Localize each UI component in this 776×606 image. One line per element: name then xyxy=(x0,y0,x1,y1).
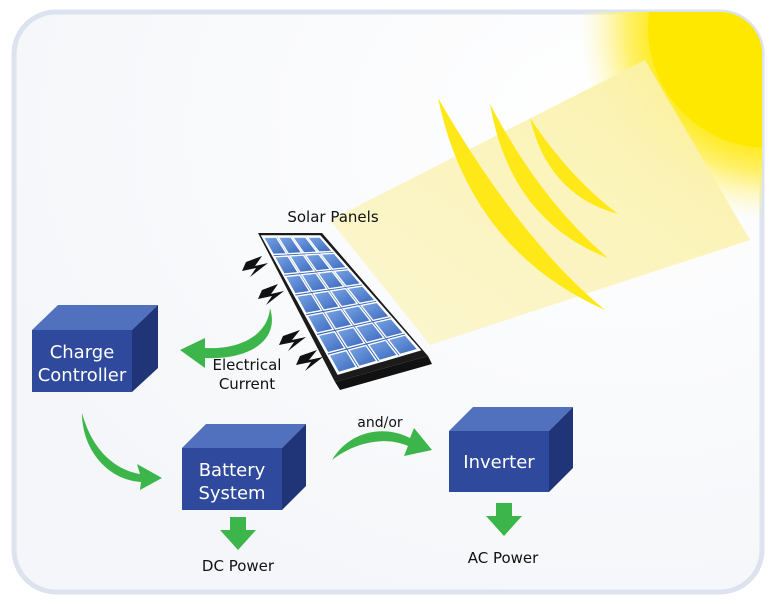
solar-cell xyxy=(304,253,332,272)
solar-cell xyxy=(291,236,319,254)
solar-panels-label: Solar Panels xyxy=(287,208,378,226)
battery-system-box: Battery System xyxy=(182,424,306,510)
solar-cell xyxy=(367,339,399,362)
solar-cell xyxy=(273,255,300,275)
charge-controller-label-line1: Charge xyxy=(50,342,115,363)
arrow-inverter-to-ac xyxy=(486,503,522,536)
electrical-current-label-line2: Current xyxy=(219,375,275,393)
solar-cell xyxy=(341,305,372,326)
solar-cell xyxy=(359,301,391,322)
solar-cell xyxy=(262,236,288,256)
arrow-battery-to-inverter xyxy=(332,428,432,460)
solar-cell xyxy=(323,308,354,330)
solar-panel-icon xyxy=(258,233,432,390)
arrow-controller-to-battery xyxy=(82,413,162,490)
solar-cell xyxy=(317,330,346,354)
solar-cell xyxy=(346,285,377,305)
battery-system-label-line2: System xyxy=(198,483,265,504)
solar-cell xyxy=(347,344,379,368)
solar-cell xyxy=(329,287,359,308)
inverter-box: Inverter xyxy=(449,407,573,492)
ac-power-label: AC Power xyxy=(468,549,539,567)
charge-controller-box: Charge Controller xyxy=(32,305,158,392)
arrow-panel-to-controller xyxy=(180,308,272,368)
solar-cell xyxy=(312,290,341,311)
solar-cell xyxy=(288,254,316,274)
charge-controller-label-line2: Controller xyxy=(38,365,127,386)
solar-cell xyxy=(306,312,335,334)
solar-cell xyxy=(284,274,312,295)
battery-system-label-line1: Battery xyxy=(199,460,266,481)
electrical-current-label-line1: Electrical xyxy=(213,356,282,374)
solar-cell xyxy=(373,317,405,339)
solar-cell xyxy=(295,293,323,315)
solar-cell xyxy=(335,326,366,349)
solar-cell xyxy=(276,236,304,255)
solar-cell xyxy=(332,268,363,287)
arrow-battery-to-dc xyxy=(220,517,256,550)
solar-cell xyxy=(319,252,349,270)
solar-cell xyxy=(316,270,346,290)
solar-cell xyxy=(327,349,358,374)
solar-cell xyxy=(354,322,386,344)
solar-cell xyxy=(386,334,420,356)
solar-cell xyxy=(305,236,334,253)
inverter-label: Inverter xyxy=(463,452,535,473)
lightning-bolt-icon xyxy=(242,256,323,371)
dc-power-label: DC Power xyxy=(202,557,275,575)
solar-cell xyxy=(300,272,329,293)
and-or-label: and/or xyxy=(357,415,403,431)
